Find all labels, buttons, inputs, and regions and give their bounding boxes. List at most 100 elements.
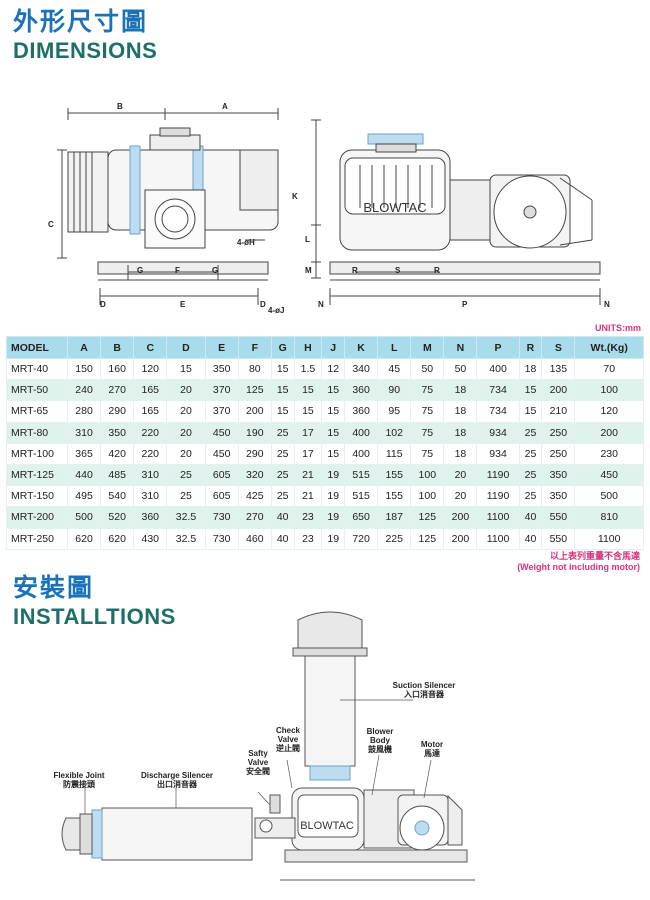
table-cell: 32.5: [166, 506, 206, 529]
table-cell: 934: [476, 442, 520, 465]
table-cell: MRT-100: [6, 442, 68, 465]
install-brand-text: BLOWTAC: [300, 820, 354, 832]
safety-en1: Safty: [248, 749, 268, 758]
table-cell: 80: [237, 357, 272, 381]
table-cell: 18: [443, 442, 478, 465]
table-cell: 15: [270, 400, 295, 423]
table-cell: 290: [100, 400, 135, 423]
table-cell: 200: [237, 400, 272, 423]
table-cell: 25: [518, 421, 543, 444]
table-cell: 520: [100, 506, 135, 529]
table-header-cell: J: [321, 336, 346, 359]
suction-en: Suction Silencer: [392, 681, 456, 690]
table-header-cell: G: [270, 336, 295, 359]
safety-en2: Valve: [247, 758, 269, 767]
table-cell: 485: [100, 463, 135, 487]
blower-en1: Blower: [366, 727, 394, 736]
table-cell: 20: [166, 421, 206, 444]
label-flexible-joint: Flexible Joint 防震接頭: [44, 771, 114, 789]
dim-label-h: 4-øH: [237, 238, 255, 247]
table-cell: 19: [321, 463, 346, 487]
table-cell: 450: [204, 421, 239, 444]
table-cell: 18: [443, 379, 478, 402]
label-suction-silencer: Suction Silencer 入口消音器: [384, 681, 464, 699]
table-cell: MRT-40: [6, 357, 68, 381]
table-cell: MRT-200: [6, 506, 68, 529]
table-header-cell: Wt.(Kg): [574, 336, 644, 359]
table-cell: MRT-150: [6, 485, 68, 508]
dim-label-r-left: R: [352, 266, 358, 275]
table-cell: 165: [133, 400, 168, 423]
table-cell: 350: [541, 463, 576, 487]
table-header-cell: D: [166, 336, 206, 359]
table-cell: 1.5: [293, 357, 323, 381]
table-header-cell: R: [518, 336, 543, 359]
table-cell: 620: [100, 527, 135, 550]
table-cell: 605: [204, 485, 239, 508]
table-cell: 102: [377, 421, 412, 444]
dimensions-title-en: DIMENSIONS: [13, 38, 158, 63]
label-blower-body: Blower Body 鼓風機: [360, 727, 400, 754]
table-cell: 440: [66, 463, 102, 487]
table-cell: 240: [66, 379, 102, 402]
table-cell: MRT-50: [6, 379, 68, 402]
installation-drawing: BLOWTAC: [61, 611, 475, 881]
table-cell: 400: [476, 357, 520, 381]
table-cell: 310: [133, 463, 168, 487]
weight-note-zh: 以上表列重量不含馬達: [549, 551, 640, 561]
table-cell: 1190: [476, 463, 520, 487]
table-cell: 17: [293, 421, 323, 444]
table-cell: 12: [321, 357, 346, 381]
dim-label-a: A: [222, 102, 228, 111]
table-header-cell: K: [344, 336, 379, 359]
table-cell: 70: [574, 357, 644, 381]
table-cell: 1100: [476, 506, 520, 529]
table-cell: 115: [377, 442, 412, 465]
table-cell: 365: [66, 442, 102, 465]
table-cell: 360: [344, 400, 379, 423]
table-cell: 19: [321, 485, 346, 508]
table-cell: 190: [237, 421, 272, 444]
table-cell: 350: [204, 357, 239, 381]
check-en2: Valve: [277, 735, 299, 744]
blower-zh: 鼓風機: [368, 745, 392, 754]
table-cell: 540: [100, 485, 135, 508]
table-cell: 270: [237, 506, 272, 529]
table-cell: 25: [270, 421, 295, 444]
label-safety-valve: Safty Valve 安全閥: [240, 749, 276, 776]
table-cell: 15: [321, 400, 346, 423]
table-cell: 23: [293, 506, 323, 529]
table-cell: 650: [344, 506, 379, 529]
table-cell: 75: [410, 400, 445, 423]
motor-en: Motor: [420, 740, 444, 749]
table-cell: 40: [518, 527, 543, 550]
table-cell: 310: [133, 485, 168, 508]
motor-zh: 馬達: [424, 749, 440, 758]
table-cell: 210: [541, 400, 576, 423]
table-cell: 15: [293, 379, 323, 402]
table-cell: 280: [66, 400, 102, 423]
table-cell: 18: [443, 400, 478, 423]
dim-label-n-left: N: [318, 300, 324, 309]
table-cell: 370: [204, 400, 239, 423]
table-header-cell: MODEL: [6, 336, 68, 359]
table-cell: 425: [237, 485, 272, 508]
table-cell: 125: [237, 379, 272, 402]
table-cell: 495: [66, 485, 102, 508]
table-cell: 15: [270, 379, 295, 402]
table-cell: 810: [574, 506, 644, 529]
table-cell: 15: [518, 400, 543, 423]
table-header-cell: E: [204, 336, 239, 359]
table-cell: 120: [574, 400, 644, 423]
table-cell: 400: [344, 421, 379, 444]
table-cell: 155: [377, 485, 412, 508]
discharge-en: Discharge Silencer: [140, 771, 214, 780]
table-cell: 20: [166, 442, 206, 465]
table-cell: 20: [443, 463, 478, 487]
